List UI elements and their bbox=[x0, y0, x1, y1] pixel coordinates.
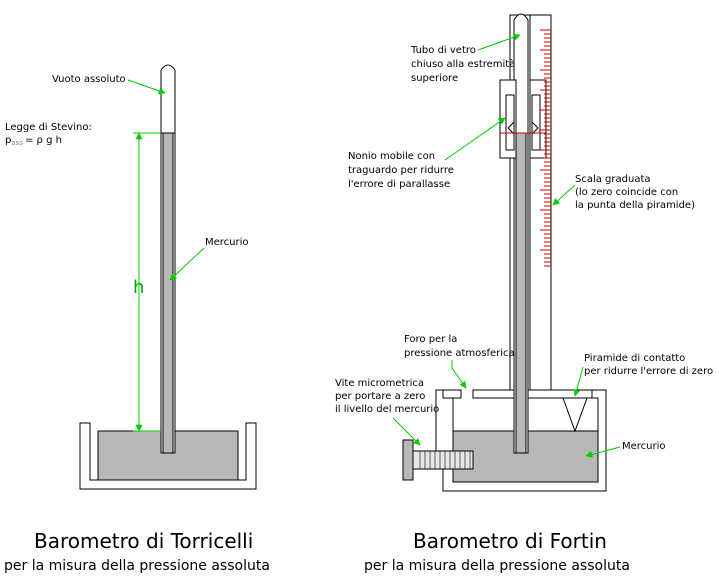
graduation-ticks bbox=[540, 29, 551, 267]
piramide-label-2: per ridurre l'errore di zero bbox=[584, 366, 713, 377]
tubo-label-1: Tubo di vetro bbox=[410, 45, 476, 56]
scala-label-1: Scala graduata bbox=[575, 174, 651, 185]
fortin-subtitle: per la misura della pressione assoluta bbox=[364, 558, 630, 574]
svg-text:pass: pass bbox=[5, 135, 23, 147]
foro-arrow bbox=[451, 360, 467, 389]
vuoto-assoluto-label: Vuoto assoluto bbox=[52, 74, 126, 85]
nonio-label-3: l'errore di parallasse bbox=[348, 179, 450, 190]
micrometric-screw-head bbox=[402, 439, 414, 481]
piramide-label-1: Piramide di contatto bbox=[584, 353, 685, 364]
micrometric-screw-shaft bbox=[412, 450, 474, 470]
stevino-formula: = ρ g h bbox=[25, 135, 62, 146]
torricelli-basin-mercury bbox=[97, 430, 239, 481]
torricelli-title: Barometro di Torricelli bbox=[34, 529, 253, 553]
fortin-barometer: Tubo di vetro chiuso alla estremità supe… bbox=[335, 13, 713, 574]
vite-arrow bbox=[392, 417, 421, 446]
vite-label-2: per portare a zero bbox=[335, 391, 425, 402]
nonio-arrow bbox=[444, 117, 506, 161]
vuoto-arrow bbox=[127, 79, 166, 95]
foro-label-2: pressione atmosferica bbox=[404, 348, 515, 359]
fortin-mercurio-arrow bbox=[585, 446, 621, 458]
fortin-cover-left bbox=[442, 389, 462, 399]
torricelli-mercury-column bbox=[162, 132, 174, 454]
vite-label-1: Vite micrometrica bbox=[335, 378, 424, 389]
torricelli-mercurio-label: Mercurio bbox=[205, 237, 249, 248]
fortin-cover-right bbox=[472, 389, 593, 399]
foro-label-1: Foro per la bbox=[404, 334, 457, 345]
stevino-label: Legge di Stevino: bbox=[5, 122, 92, 133]
pressure-symbol: p bbox=[5, 135, 11, 146]
tubo-label-2: chiuso alla estremità bbox=[411, 58, 515, 70]
height-label: h bbox=[133, 277, 144, 298]
scala-label-3: la punta della piramide) bbox=[575, 200, 695, 211]
scala-arrow bbox=[552, 184, 576, 206]
fortin-title: Barometro di Fortin bbox=[413, 529, 607, 553]
torricelli-barometer: h Vuoto assoluto Legge di Stevino: pass … bbox=[4, 64, 270, 574]
scala-label-2: (lo zero coincide con bbox=[575, 187, 678, 198]
fortin-mercury-column bbox=[515, 132, 527, 454]
torricelli-basin bbox=[79, 422, 257, 490]
torricelli-mercurio-arrow bbox=[169, 247, 205, 281]
contact-pyramid bbox=[562, 397, 588, 433]
nonio-label-2: traguardo per ridurre bbox=[348, 165, 454, 176]
tubo-arrow bbox=[477, 33, 521, 51]
vite-label-3: il livello del mercurio bbox=[335, 404, 439, 415]
nonio-label-1: Nonio mobile con bbox=[348, 151, 435, 162]
tubo-label-3: superiore bbox=[411, 73, 458, 84]
piramide-arrow bbox=[573, 366, 584, 397]
fortin-mercurio-label: Mercurio bbox=[622, 441, 666, 452]
torricelli-subtitle: per la misura della pressione assoluta bbox=[4, 558, 270, 574]
